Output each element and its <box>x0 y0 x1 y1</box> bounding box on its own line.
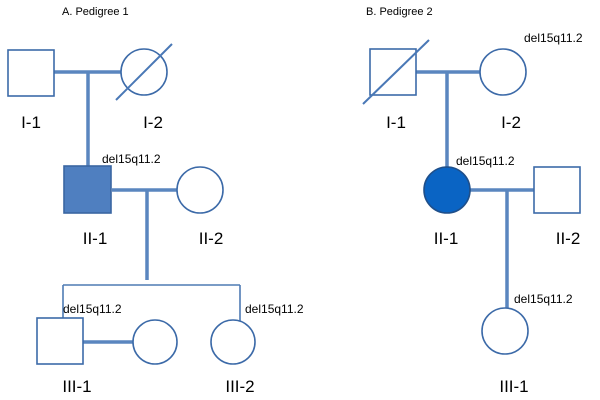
p2-label-II-2: II-2 <box>556 229 581 248</box>
p2-II-2-male <box>533 166 581 214</box>
p2-annotation-II-1: del15q11.2 <box>456 154 515 168</box>
p1-label-III-2: III-2 <box>225 377 254 396</box>
p1-III-1-male <box>36 317 84 365</box>
p1-II-1-affected-male <box>63 165 112 214</box>
pedigree-2-title: B. Pedigree 2 <box>366 6 433 18</box>
p1-annotation-III-1: del15q11.2 <box>63 302 122 316</box>
p2-II-1-affected-female <box>423 166 471 214</box>
pedigree-1-title: A. Pedigree 1 <box>62 6 129 18</box>
p1-II-2-female <box>176 166 224 214</box>
p1-label-III-1: III-1 <box>62 377 91 396</box>
p2-III-1-female <box>481 307 529 355</box>
p2-label-I-1: I-1 <box>386 113 406 132</box>
p1-III-2-female <box>210 319 256 365</box>
p2-annotation-I-2: del15q11.2 <box>524 31 583 45</box>
pedigree-2: B. Pedigree 2 I-1 I-2 II-1 II-2 III-1 de… <box>362 6 583 396</box>
p1-annotation-II-1: del15q11.2 <box>102 152 161 166</box>
p1-annotation-III-2: del15q11.2 <box>245 302 304 316</box>
p2-label-I-2: I-2 <box>501 113 521 132</box>
p1-I-2-deceased-slash <box>115 43 173 101</box>
p2-label-II-1: II-1 <box>434 229 459 248</box>
p1-label-II-1: II-1 <box>83 229 108 248</box>
p2-I-2-female <box>479 48 527 96</box>
p1-I-1-male <box>7 49 55 97</box>
p2-I-1-male-deceased <box>369 48 417 96</box>
p1-label-II-2: II-2 <box>199 229 224 248</box>
p1-III-1-spouse-female <box>132 319 178 365</box>
pedigree-1: A. Pedigree 1 I-1 I-2 II-1 II-2 III-1 II… <box>7 6 304 396</box>
p1-label-I-2: I-2 <box>143 113 163 132</box>
p2-I-1-deceased-slash <box>362 39 430 105</box>
p1-label-I-1: I-1 <box>21 113 41 132</box>
p2-label-III-1: III-1 <box>499 377 528 396</box>
p2-annotation-III-1: del15q11.2 <box>514 292 573 306</box>
